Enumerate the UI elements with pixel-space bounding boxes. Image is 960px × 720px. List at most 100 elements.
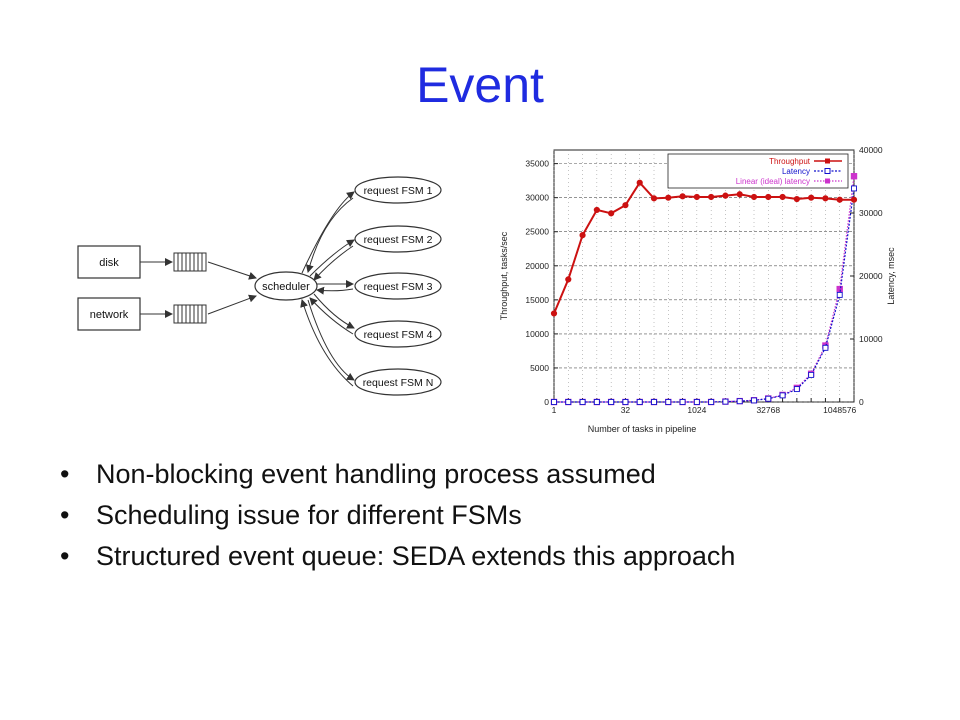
fsm-label: request FSM N	[363, 377, 434, 389]
fsm-node: request FSM N	[354, 368, 442, 396]
plot-frame	[553, 149, 855, 403]
data-point-latency	[636, 399, 643, 405]
y-tick-label: 15000	[525, 295, 549, 305]
y-tick-label: 10000	[525, 329, 549, 339]
data-point-latency	[579, 399, 586, 405]
fsm-label: request FSM 3	[364, 281, 433, 293]
data-point-throughput	[850, 196, 858, 203]
bullet-item: Scheduling issue for different FSMs	[58, 499, 918, 532]
data-point-latency	[751, 397, 757, 404]
throughput-latency-chart: 0 5000 10000 15000 20000 25000 30000 35000 0 1000…	[499, 145, 896, 434]
y-tick-label: 5000	[530, 363, 549, 373]
x-tick-label: 1048576	[823, 405, 856, 415]
y2-tick-label: 10000	[859, 334, 883, 344]
data-point-throughput	[693, 193, 700, 201]
data-point-latency	[622, 399, 629, 405]
data-point-throughput	[650, 195, 658, 202]
network-queue	[173, 304, 207, 324]
bullet-item: Structured event queue: SEDA extends thi…	[58, 540, 918, 573]
data-point-latency	[551, 399, 557, 405]
data-point-latency	[651, 399, 657, 405]
series-line-latency	[554, 188, 855, 403]
fsm-label: request FSM 1	[364, 185, 433, 197]
data-point-throughput	[550, 310, 558, 317]
y-tick-label: 30000	[525, 193, 549, 203]
data-point-ideal-latency	[836, 285, 843, 293]
data-point-throughput	[679, 193, 686, 200]
y2-tick-label: 20000	[859, 271, 883, 281]
series	[550, 173, 858, 406]
data-point-latency	[765, 395, 772, 402]
scheduler-node	[254, 271, 318, 301]
data-point-throughput	[636, 179, 643, 186]
data-point-latency	[593, 399, 600, 405]
fsm-label: request FSM 4	[364, 329, 433, 341]
data-point-throughput	[722, 192, 729, 199]
scheduler-label: scheduler	[262, 281, 310, 293]
data-point-ideal-latency	[850, 173, 858, 180]
network-box	[77, 297, 141, 331]
y2-axis-label: Latency, msec	[886, 247, 896, 305]
data-point-latency	[808, 371, 815, 378]
disk-box	[77, 245, 141, 279]
legend-label-latency: Latency	[782, 167, 810, 176]
data-point-throughput	[779, 193, 786, 201]
data-point-throughput	[822, 195, 829, 202]
data-point-latency	[565, 399, 572, 405]
fsm-node: request FSM 1	[354, 176, 442, 204]
event-fsm-diagram: disk network scheduler request FSM 1	[77, 176, 442, 396]
data-point-throughput	[593, 206, 600, 214]
data-point-throughput	[750, 193, 758, 201]
y-axis-label: Throughput, tasks/sec	[499, 231, 509, 320]
x-tick-label: 1024	[687, 405, 706, 415]
series-line-throughput	[553, 181, 854, 314]
data-point-throughput	[565, 276, 572, 283]
data-point-throughput	[765, 193, 772, 201]
y-tick-label: 25000	[525, 227, 549, 237]
y2-tick-label: 0	[859, 397, 864, 407]
data-point-latency	[722, 398, 729, 405]
data-point-latency	[608, 399, 615, 405]
fsm-arrows	[300, 191, 355, 387]
slide-title: Event	[416, 57, 544, 113]
series-line-ideal-latency	[554, 176, 855, 403]
legend-label-throughput: Throughput	[769, 157, 811, 166]
disk-label: disk	[99, 257, 119, 269]
y2-tick-label: 40000	[859, 145, 883, 155]
data-point-throughput	[736, 191, 743, 198]
data-point-throughput	[708, 193, 715, 201]
y-tick-label: 0	[544, 397, 549, 407]
data-point-throughput	[793, 195, 800, 203]
data-point-latency	[736, 398, 743, 405]
legend: Throughput Latency Linear (ideal) latenc…	[667, 153, 849, 189]
data-point-latency	[793, 386, 800, 393]
data-point-latency	[693, 399, 700, 405]
fsm-label: request FSM 2	[364, 234, 433, 246]
bullet-list: Non-blocking event handling process assu…	[58, 458, 918, 581]
fsm-node: request FSM 3	[354, 272, 442, 300]
data-point-throughput	[579, 232, 586, 239]
data-point-throughput	[622, 202, 629, 209]
fsm-node: request FSM 4	[354, 320, 442, 348]
data-point-latency	[665, 399, 672, 405]
data-point-latency	[822, 344, 829, 351]
data-point-latency	[851, 185, 857, 192]
bullet-item: Non-blocking event handling process assu…	[58, 458, 918, 491]
y-tick-label: 20000	[525, 261, 549, 271]
disk-queue	[173, 252, 207, 272]
x-tick-label: 32	[621, 405, 631, 415]
y-tick-label: 35000	[525, 159, 549, 169]
fsm-node: request FSM 2	[354, 225, 442, 253]
y2-tick-label: 30000	[859, 208, 883, 218]
data-point-latency	[679, 399, 686, 405]
x-tick-label: 32768	[756, 405, 780, 415]
data-point-throughput	[808, 194, 815, 201]
x-axis-label: Number of tasks in pipeline	[588, 424, 697, 434]
x-tick-label: 1	[552, 405, 557, 415]
legend-label-ideal: Linear (ideal) latency	[736, 177, 810, 186]
data-point-throughput	[836, 196, 843, 203]
data-point-latency	[836, 291, 843, 298]
data-point-throughput	[608, 210, 615, 217]
data-point-latency	[779, 392, 786, 399]
data-point-latency	[708, 399, 715, 405]
